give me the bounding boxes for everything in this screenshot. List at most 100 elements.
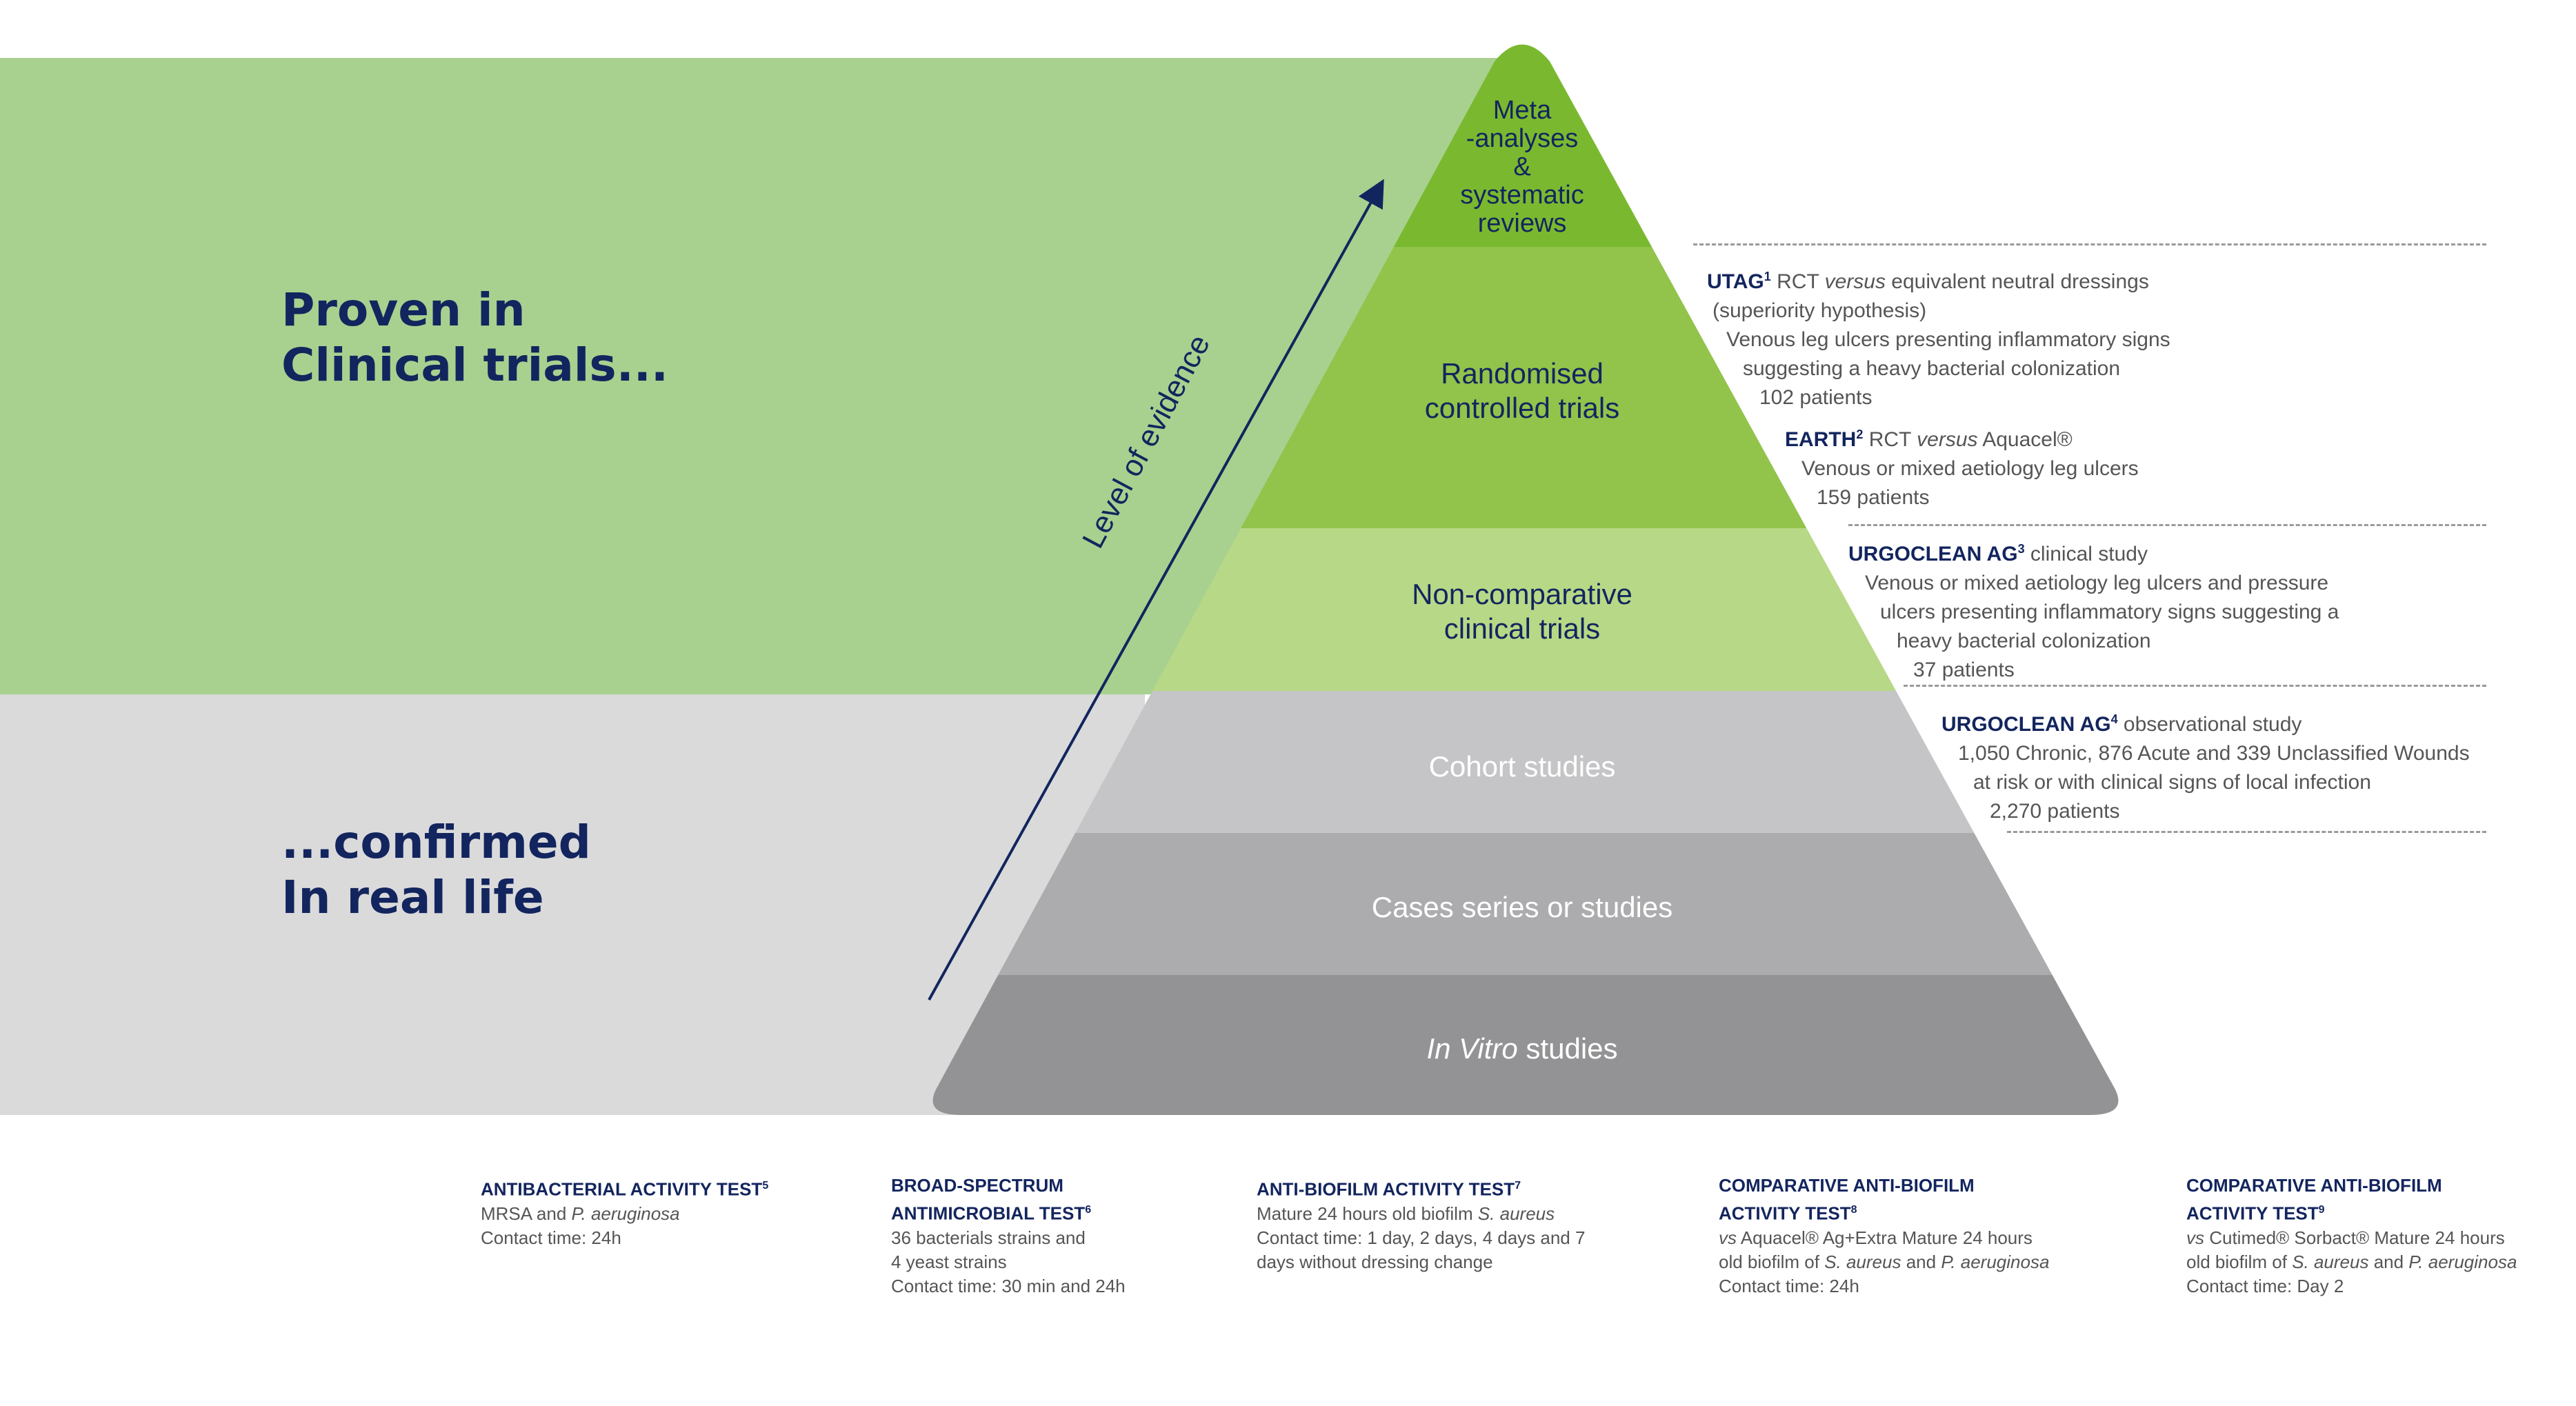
tier-label-non-comparative: Non-comparative clinical trials	[1315, 577, 1729, 646]
test-comparative-cutimed: COMPARATIVE ANTI-BIOFILM ACTIVITY TEST9 …	[2186, 1174, 2517, 1298]
proven-line-2: Clinical trials...	[281, 339, 668, 392]
study-utag-pre: RCT	[1770, 270, 1825, 293]
study-utag-line: suggesting a heavy bacterial colonizatio…	[1743, 357, 2121, 380]
study-urgoclean3-name: URGOCLEAN AG	[1848, 543, 2018, 565]
study-earth: EARTH2 RCT versus Aquacel® Venous or mix…	[1785, 420, 2139, 512]
study-urgoclean4-post: observational study	[2117, 713, 2302, 736]
tier-in-vitro	[932, 975, 2119, 1115]
study-utag-versus: versus	[1824, 270, 1886, 293]
tier-label-meta: Meta -analyses & systematic reviews	[1426, 97, 1619, 238]
test-desc-italic: P. aeruginosa	[571, 1203, 680, 1224]
study-earth-sup: 2	[1856, 428, 1864, 441]
test-desc: Mature 24 hours old biofilm	[1257, 1203, 1478, 1224]
study-urgoclean4-line: at risk or with clinical signs of local …	[1973, 771, 2371, 794]
test-desc: old biofilm of	[2186, 1251, 2293, 1272]
test-sup: 6	[1085, 1204, 1092, 1216]
test-desc-italic: P. aeruginosa	[2408, 1251, 2517, 1272]
tier-label-meta-line: systematic	[1460, 181, 1584, 210]
test-desc-italic: P. aeruginosa	[1941, 1251, 2050, 1272]
study-utag-name: UTAG	[1707, 270, 1764, 293]
tier-label-case-series: Cases series or studies	[1281, 890, 1764, 925]
tier-label-cohort: Cohort studies	[1315, 750, 1729, 784]
study-earth-post: Aquacel®	[1977, 428, 2073, 451]
test-desc-italic: vs	[2186, 1227, 2204, 1248]
study-urgoclean3-line: heavy bacterial colonization	[1897, 630, 2151, 652]
real-life-line-2: In real life	[281, 871, 544, 924]
test-desc: Contact time: Day 2	[2186, 1275, 2344, 1296]
test-title: COMPARATIVE ANTI-BIOFILM	[2186, 1175, 2442, 1196]
test-desc: and	[2368, 1251, 2409, 1272]
study-utag-line: (superiority hypothesis)	[1713, 299, 1927, 322]
tier-label-nc-line: Non-comparative	[1412, 578, 1633, 610]
proven-headline: Proven in Clinical trials...	[281, 283, 668, 393]
test-antibacterial: ANTIBACTERIAL ACTIVITY TEST5 MRSA and P.…	[481, 1174, 768, 1250]
test-sup: 5	[762, 1180, 769, 1192]
test-comparative-aquacel: COMPARATIVE ANTI-BIOFILM ACTIVITY TEST8 …	[1719, 1174, 2049, 1298]
test-title: ACTIVITY TEST	[2186, 1203, 2319, 1224]
tier-label-nc-line: clinical trials	[1444, 612, 1601, 645]
test-desc: days without dressing change	[1257, 1251, 1493, 1272]
real-life-band	[0, 694, 1145, 1115]
test-desc-italic: S. aureus	[2292, 1251, 2369, 1272]
tier-case-series	[932, 833, 2119, 975]
in-vitro-italic: In Vitro	[1426, 1032, 1518, 1065]
tier-label-rct-line: controlled trials	[1424, 392, 1620, 424]
test-sup: 8	[1850, 1204, 1857, 1216]
tier-label-in-vitro: In Vitro studies	[1281, 1032, 1764, 1066]
study-earth-versus: versus	[1917, 428, 1978, 451]
tier-label-meta-line: Meta	[1492, 96, 1552, 125]
divider-2	[1848, 524, 2486, 526]
test-desc: Contact time: 24h	[1719, 1275, 1859, 1296]
study-urgoclean3-line: Venous or mixed aetiology leg ulcers and…	[1865, 572, 2329, 594]
study-urgoclean3-line: ulcers presenting inflammatory signs sug…	[1880, 601, 2339, 623]
tier-label-meta-line: &	[1513, 152, 1531, 181]
test-desc: 36 bacterials strains and	[891, 1227, 1086, 1248]
test-desc: Contact time: 30 min and 24h	[891, 1275, 1126, 1296]
tier-label-cohort-line: Cohort studies	[1428, 750, 1616, 783]
study-urgoclean4-line: 1,050 Chronic, 876 Acute and 339 Unclass…	[1958, 742, 2470, 765]
test-sup: 9	[2318, 1204, 2325, 1216]
in-vitro-rest: studies	[1517, 1032, 1618, 1065]
study-urgoclean4-line: 2,270 patients	[1990, 800, 2120, 823]
test-desc: Cutimed® Sorbact® Mature 24 hours	[2204, 1227, 2505, 1248]
divider-4	[2007, 831, 2486, 833]
study-earth-line: 159 patients	[1817, 486, 1930, 509]
test-desc-italic: vs	[1719, 1227, 1737, 1248]
study-utag-post: equivalent neutral dressings	[1885, 270, 2149, 293]
divider-1	[1693, 243, 2486, 245]
test-desc: Aquacel® Ag+Extra Mature 24 hours	[1737, 1227, 2033, 1248]
study-utag-line: Venous leg ulcers presenting inflammator…	[1726, 328, 2170, 351]
test-desc: Contact time: 24h	[481, 1227, 621, 1248]
study-urgoclean3-sup: 3	[2017, 542, 2025, 556]
tier-label-rct-line: Randomised	[1441, 357, 1604, 390]
test-desc-italic: S. aureus	[1477, 1203, 1555, 1224]
test-title: ACTIVITY TEST	[1719, 1203, 1851, 1224]
test-sup: 7	[1515, 1180, 1521, 1192]
test-desc: and	[1901, 1251, 1941, 1272]
study-utag-line: 102 patients	[1759, 386, 1873, 409]
study-urgoclean3-line: 37 patients	[1913, 659, 2015, 681]
test-desc: old biofilm of	[1719, 1251, 1825, 1272]
study-urgoclean-3: URGOCLEAN AG3 clinical study Venous or m…	[1848, 534, 2339, 685]
tier-label-meta-line: -analyses	[1466, 124, 1579, 153]
test-desc: 4 yeast strains	[891, 1251, 1007, 1272]
study-urgoclean4-name: URGOCLEAN AG	[1941, 713, 2111, 736]
real-life-headline: ...confirmed In real life	[281, 815, 591, 925]
study-earth-line: Venous or mixed aetiology leg ulcers	[1801, 457, 2139, 480]
test-anti-biofilm: ANTI-BIOFILM ACTIVITY TEST7 Mature 24 ho…	[1257, 1174, 1585, 1274]
proven-line-1: Proven in	[281, 283, 526, 337]
study-utag: UTAG1 RCT versus equivalent neutral dres…	[1707, 262, 2170, 412]
tier-label-case-line: Cases series or studies	[1371, 891, 1673, 923]
test-title: ANTIMICROBIAL TEST	[891, 1203, 1086, 1224]
study-utag-sup: 1	[1764, 270, 1771, 283]
tier-label-rct: Randomised controlled trials	[1315, 356, 1729, 425]
study-urgoclean4-sup: 4	[2110, 712, 2118, 726]
test-broad-spectrum: BROAD-SPECTRUM ANTIMICROBIAL TEST6 36 ba…	[891, 1174, 1126, 1298]
divider-3	[1904, 685, 2486, 687]
test-title: ANTIBACTERIAL ACTIVITY TEST	[481, 1178, 763, 1200]
test-desc: MRSA and	[481, 1203, 572, 1224]
study-earth-pre: RCT	[1863, 428, 1917, 451]
level-of-evidence-arrow	[928, 179, 1384, 1001]
study-urgoclean3-post: clinical study	[2024, 543, 2148, 565]
